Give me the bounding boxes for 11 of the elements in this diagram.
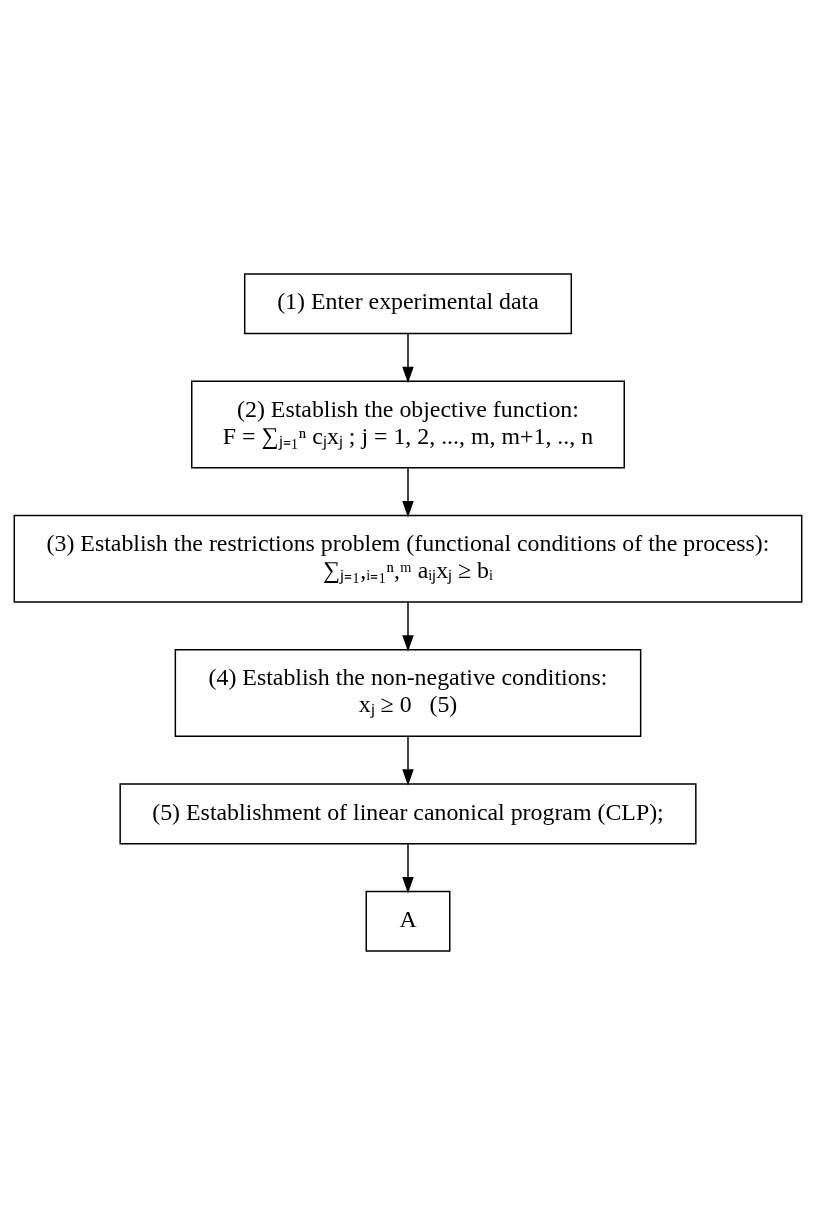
node-box: (4) Establish the non-negative conditions: xⱼ ≥ 0 (5) xyxy=(174,648,642,737)
arrow xyxy=(402,842,414,893)
arrow xyxy=(402,332,414,383)
node-box: (5) Establishment of linear canonical program (CLP); xyxy=(119,782,697,844)
arrow xyxy=(402,601,414,652)
node-box: (1) Enter experimental data xyxy=(243,272,573,334)
arrow xyxy=(402,735,414,786)
node-box: (3) Establish the restrictions problem (functional conditions of the process): ∑ⱼ₌₁,ᵢ₌₁ⁿ,ᵐ aᵢⱼxⱼ ≥ bᵢ xyxy=(13,514,803,603)
arrow xyxy=(402,467,414,517)
node-box: (2) Establish the objective function: F = ∑ⱼ₌₁ⁿ cⱼxⱼ ; j = 1, 2, ..., m, m+1, .., n xyxy=(191,380,625,469)
node-box: A xyxy=(365,890,451,952)
